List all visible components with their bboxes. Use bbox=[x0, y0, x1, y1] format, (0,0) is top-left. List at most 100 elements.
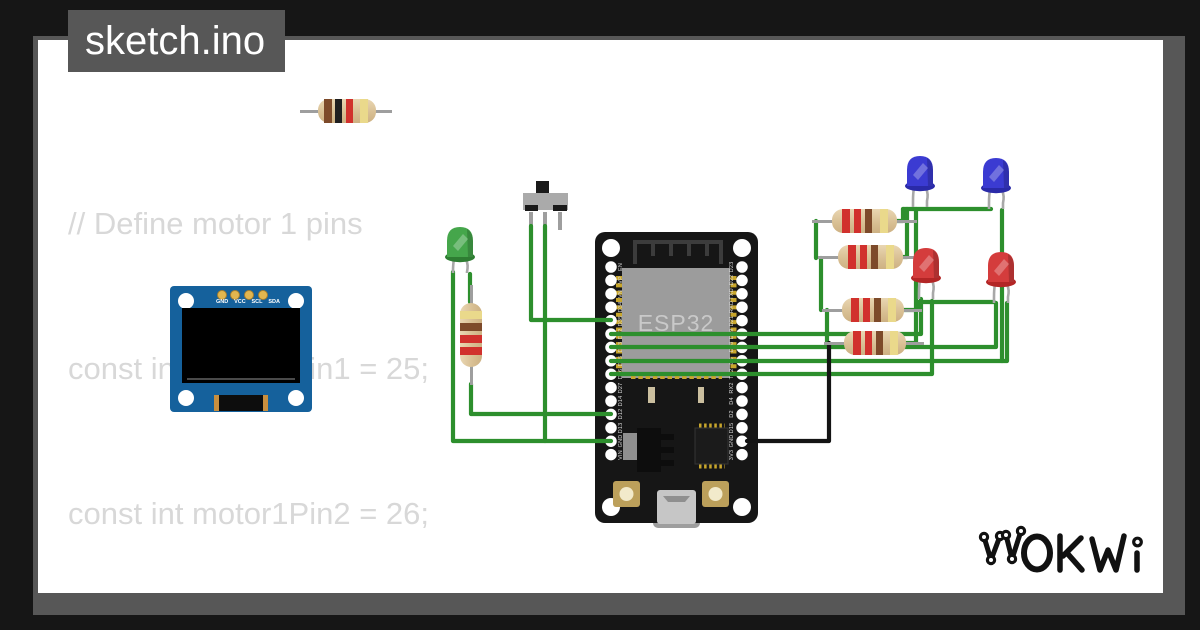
oled-pin[interactable] bbox=[230, 290, 240, 300]
resistor-vertical[interactable] bbox=[458, 285, 484, 385]
oled-display[interactable]: GND VCC SCL SDA bbox=[170, 286, 312, 413]
en-button-cap[interactable] bbox=[708, 487, 723, 501]
led-shade bbox=[927, 158, 933, 186]
led-leg bbox=[992, 283, 997, 303]
esp32-pin-label: D5 bbox=[729, 357, 735, 365]
esp32-pin-label: D25 bbox=[618, 355, 624, 367]
switch-leg bbox=[529, 212, 533, 230]
led-leg bbox=[987, 189, 992, 209]
resistor-band-red bbox=[460, 347, 482, 355]
esp32-pin-label: D12 bbox=[618, 409, 624, 420]
esp32-pin-label: D33 bbox=[618, 342, 624, 353]
resistor-band-brown bbox=[876, 331, 883, 355]
led-blue-2[interactable] bbox=[979, 155, 1013, 216]
switch-mark bbox=[553, 205, 567, 211]
esp32-pin-label: D19 bbox=[729, 328, 735, 340]
esp32-pin-label: VIN bbox=[618, 449, 624, 460]
oled-connector-contact bbox=[214, 395, 219, 411]
resistor-band-red bbox=[860, 245, 867, 269]
resistor-band-red bbox=[863, 298, 870, 322]
oled-connector bbox=[214, 395, 268, 411]
resistor-band-brown bbox=[460, 323, 482, 331]
mounting-hole bbox=[288, 390, 304, 406]
logo-w2 bbox=[1089, 533, 1127, 573]
logo-o bbox=[1021, 533, 1053, 573]
resistor-band-gold bbox=[890, 331, 898, 355]
esp32-pin-label: D22 bbox=[729, 275, 735, 286]
resistor-band-gold bbox=[888, 298, 896, 322]
led-highlight bbox=[453, 234, 468, 251]
led-highlight bbox=[919, 255, 934, 272]
esp32-pin-label: RXD bbox=[729, 301, 735, 314]
slide-switch[interactable] bbox=[515, 178, 573, 232]
resistor-band-brown bbox=[324, 99, 332, 123]
resistor-band-red bbox=[853, 331, 861, 355]
led-shade bbox=[1003, 160, 1009, 188]
led-leg bbox=[1000, 189, 1005, 209]
resistor-band-gold bbox=[460, 311, 482, 319]
led-leg bbox=[924, 187, 929, 207]
logo-i-dot bbox=[1132, 536, 1143, 548]
esp32-pin-label: VN bbox=[618, 289, 624, 298]
esp32-pin-label: D18 bbox=[729, 342, 735, 353]
led-green[interactable] bbox=[443, 224, 477, 285]
resistor-band-red bbox=[460, 335, 482, 343]
led-red-2[interactable] bbox=[984, 249, 1018, 310]
regulator-leg bbox=[661, 434, 674, 440]
led-shade bbox=[1008, 254, 1014, 282]
led-leg bbox=[911, 187, 916, 207]
code-line: // Define motor 1 pins bbox=[68, 205, 363, 241]
esp32-pin-label: GND bbox=[729, 434, 735, 448]
esp32-pin-label: D13 bbox=[618, 422, 624, 434]
mounting-hole bbox=[733, 239, 751, 257]
led-highlight bbox=[989, 165, 1004, 182]
mounting-hole bbox=[288, 293, 304, 309]
resistor-band-red bbox=[865, 331, 872, 355]
oled-pin-label: SCL bbox=[251, 299, 263, 305]
esp32-pin-label: D32 bbox=[618, 328, 624, 340]
resistor-r1[interactable] bbox=[812, 209, 917, 233]
resistor-band-red bbox=[842, 209, 850, 233]
led-shade bbox=[933, 250, 939, 278]
esp32-pin-label: VP bbox=[618, 276, 624, 285]
resistor-band-brown bbox=[865, 209, 872, 233]
led-leg bbox=[1005, 283, 1010, 303]
code-line: const int motor1Pin2 = 26; bbox=[68, 496, 430, 532]
resistor-r4[interactable] bbox=[824, 331, 924, 355]
esp32-pin-label: TXD bbox=[729, 287, 735, 300]
oled-pin[interactable] bbox=[258, 290, 268, 300]
resistor-r2[interactable] bbox=[818, 245, 923, 269]
mounting-hole bbox=[733, 498, 751, 516]
oled-screen bbox=[182, 308, 300, 383]
voltage-regulator-tab bbox=[623, 433, 637, 460]
switch-leg bbox=[543, 212, 547, 230]
oled-pin[interactable] bbox=[244, 290, 254, 300]
resistor-band-red bbox=[854, 209, 861, 233]
file-tab[interactable]: sketch.ino bbox=[68, 10, 285, 72]
mounting-hole bbox=[178, 390, 194, 406]
led-blue-1[interactable] bbox=[903, 153, 937, 214]
esp32-pin-label: D26 bbox=[618, 368, 624, 380]
led-red-1[interactable] bbox=[909, 245, 943, 306]
esp32-pin-label: D4 bbox=[729, 397, 735, 405]
switch-knob[interactable] bbox=[536, 181, 549, 195]
resistor-band-gold bbox=[886, 245, 894, 269]
oled-pin[interactable] bbox=[217, 290, 227, 300]
file-tab-label: sketch.ino bbox=[85, 19, 266, 63]
resistor-r3[interactable] bbox=[822, 298, 922, 322]
logo-k bbox=[1057, 533, 1085, 573]
oled-connector-contact bbox=[263, 395, 268, 411]
esp32-pin-label: D15 bbox=[729, 422, 735, 434]
boot-button-cap[interactable] bbox=[619, 487, 634, 501]
esp32-pin-label: D23 bbox=[729, 261, 735, 273]
resistor-band-gold bbox=[880, 209, 888, 233]
led-dome bbox=[983, 158, 1009, 188]
switch-mark bbox=[525, 205, 538, 211]
resistor-top[interactable] bbox=[300, 99, 392, 123]
oled-pin-label: VCC bbox=[234, 299, 246, 305]
esp32-pin-label: RX2 bbox=[729, 381, 735, 394]
resistor-band-red bbox=[848, 245, 856, 269]
esp32-pin-label: TX2 bbox=[729, 368, 735, 380]
